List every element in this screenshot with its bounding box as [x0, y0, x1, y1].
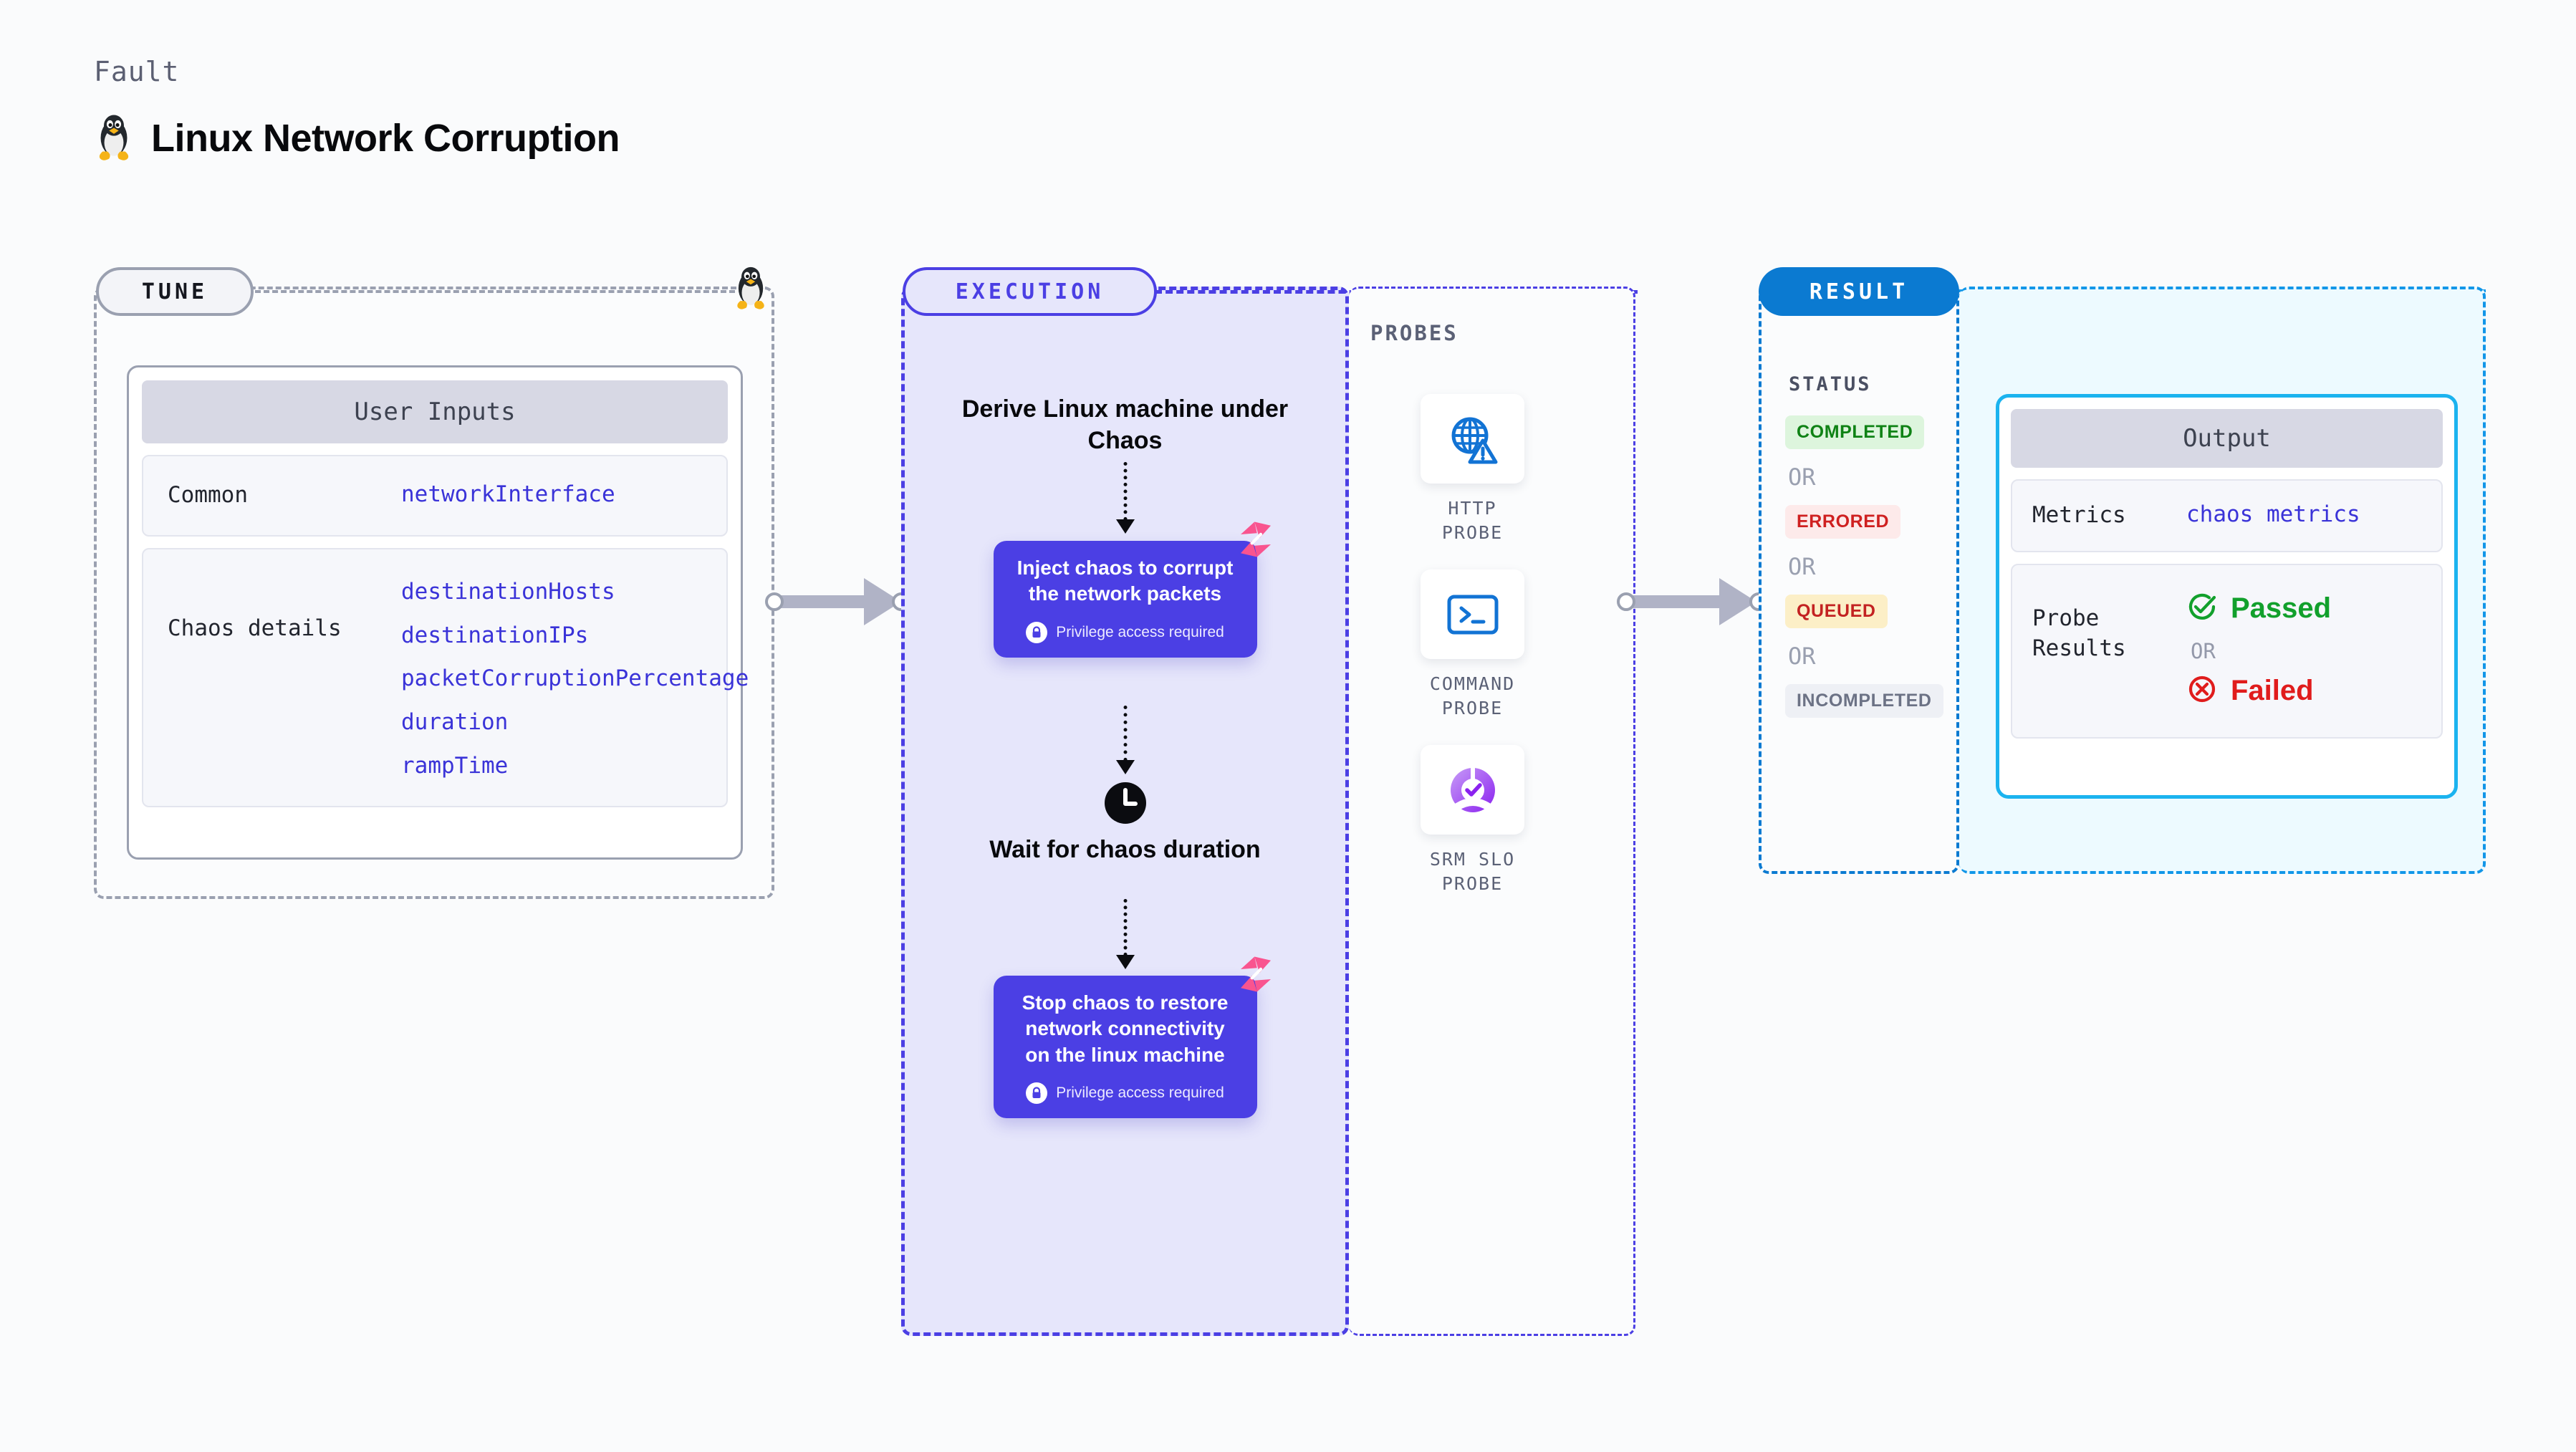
page-title: Linux Network Corruption — [151, 117, 620, 160]
execution-step-stop-chaos[interactable]: Stop chaos to restore network connectivi… — [993, 956, 1271, 1119]
tune-param[interactable]: rampTime — [401, 752, 509, 779]
flow-arrow-2-line — [1123, 706, 1127, 761]
execution-step-privilege-text: Privilege access required — [1056, 623, 1224, 640]
tune-row-common-label: Common — [168, 482, 248, 508]
status-badge-errored: ERRORED — [1785, 505, 1901, 539]
probe-srm-slo-label: SRM SLO PROBE — [1429, 849, 1516, 894]
flow-arrow-3-line — [1123, 899, 1127, 956]
probe-http[interactable]: HTTP PROBE — [1421, 394, 1524, 545]
execution-step-title: Inject chaos to corrupt the network pack… — [1017, 557, 1234, 605]
output-probe-results-label: Probe Results — [2032, 605, 2126, 661]
check-circle-icon — [2186, 591, 2218, 626]
status-badge-incompleted: INCOMPLETED — [1785, 684, 1943, 718]
tune-row-common-values: networkInterface — [401, 481, 695, 509]
execution-step-inject-chaos[interactable]: Inject chaos to corrupt the network pack… — [993, 521, 1271, 658]
probe-command-label: COMMAND PROBE — [1429, 673, 1516, 718]
lock-icon — [1026, 1082, 1048, 1105]
tune-pill[interactable]: TUNE — [96, 267, 254, 316]
harness-logo-icon — [1236, 519, 1276, 563]
probe-srm-slo[interactable]: SRM SLO PROBE — [1421, 745, 1524, 896]
execution-step-title: Stop chaos to restore network connectivi… — [1022, 991, 1229, 1066]
status-badge-queued: QUEUED — [1785, 595, 1888, 628]
tune-param[interactable]: networkInterface — [401, 481, 615, 507]
output-card: Output Metrics chaos metrics Probe Resul… — [1996, 394, 2458, 799]
probes-section-label: PROBES — [1370, 321, 1458, 345]
globe-warning-icon — [1421, 394, 1524, 484]
wait-label: Wait for chaos duration — [989, 836, 1261, 863]
probe-result-failed-text: Failed — [2231, 674, 2314, 706]
tune-row-chaos-label: Chaos details — [168, 615, 342, 641]
terminal-icon — [1421, 569, 1524, 659]
tune-linux-penguin-icon — [732, 266, 769, 314]
status-or: OR — [1788, 553, 1816, 580]
probe-result-passed-text: Passed — [2231, 592, 2332, 624]
probe-http-label: HTTP PROBE — [1441, 498, 1504, 543]
flow-arrow-1-line — [1123, 462, 1127, 521]
tune-param[interactable]: destinationIPs — [401, 622, 589, 648]
probe-result-or: OR — [2191, 638, 2216, 663]
execution-step-privilege: Privilege access required — [1026, 1082, 1224, 1105]
user-inputs-title: User Inputs — [142, 380, 728, 443]
probe-result-failed: Failed — [2186, 673, 2331, 708]
status-list: COMPLETED OR ERRORED OR QUEUED OR INCOMP… — [1785, 415, 1957, 718]
tune-param[interactable]: duration — [401, 709, 509, 736]
execution-flow: Derive Linux machine under Chaos Inject … — [901, 287, 1349, 1336]
slo-donut-check-icon — [1421, 745, 1524, 835]
linux-penguin-icon — [94, 115, 134, 162]
flow-arrow-1-head — [1115, 519, 1135, 534]
status-or: OR — [1788, 643, 1816, 670]
tune-row-chaos-values: destinationHosts destinationIPs packetCo… — [401, 578, 749, 780]
output-row-metrics: Metrics chaos metrics — [2011, 479, 2443, 552]
execution-flow-heading: Derive Linux machine under Chaos — [961, 395, 1289, 454]
harness-logo-icon — [1236, 954, 1276, 998]
page-title-row: Linux Network Corruption — [94, 115, 620, 162]
output-metrics-value[interactable]: chaos metrics — [2186, 501, 2360, 527]
flow-arrow-2-head — [1115, 760, 1135, 774]
output-metrics-label: Metrics — [2032, 502, 2126, 528]
execution-step-privilege-text: Privilege access required — [1056, 1085, 1224, 1102]
execution-step-privilege: Privilege access required — [1026, 621, 1224, 643]
output-card-title: Output — [2011, 409, 2443, 468]
result-pill[interactable]: RESULT — [1759, 267, 1959, 316]
output-probe-results-values: Passed OR Failed — [2186, 591, 2331, 708]
tune-row-common: Common networkInterface — [142, 455, 728, 537]
x-circle-icon — [2186, 673, 2218, 708]
user-inputs-card: User Inputs Common networkInterface Chao… — [127, 365, 749, 860]
status-or: OR — [1788, 463, 1816, 491]
tune-row-chaos-details: Chaos details destinationHosts destinati… — [142, 547, 749, 807]
probe-command[interactable]: COMMAND PROBE — [1421, 569, 1524, 721]
tune-param[interactable]: packetCorruptionPercentage — [401, 665, 749, 692]
page-kicker: Fault — [94, 56, 180, 87]
status-badge-completed: COMPLETED — [1785, 415, 1925, 449]
tune-dashed-connector — [255, 290, 735, 293]
clock-icon — [1103, 781, 1148, 829]
execution-pill[interactable]: EXECUTION — [903, 267, 1157, 316]
status-label: STATUS — [1789, 373, 1872, 395]
flow-arrow-3-head — [1115, 955, 1135, 969]
output-row-probe-results: Probe Results Passed OR — [2011, 563, 2443, 739]
lock-icon — [1026, 621, 1048, 643]
tune-param[interactable]: destinationHosts — [401, 578, 615, 605]
result-section — [1759, 287, 1959, 874]
probe-result-passed: Passed — [2186, 591, 2331, 626]
